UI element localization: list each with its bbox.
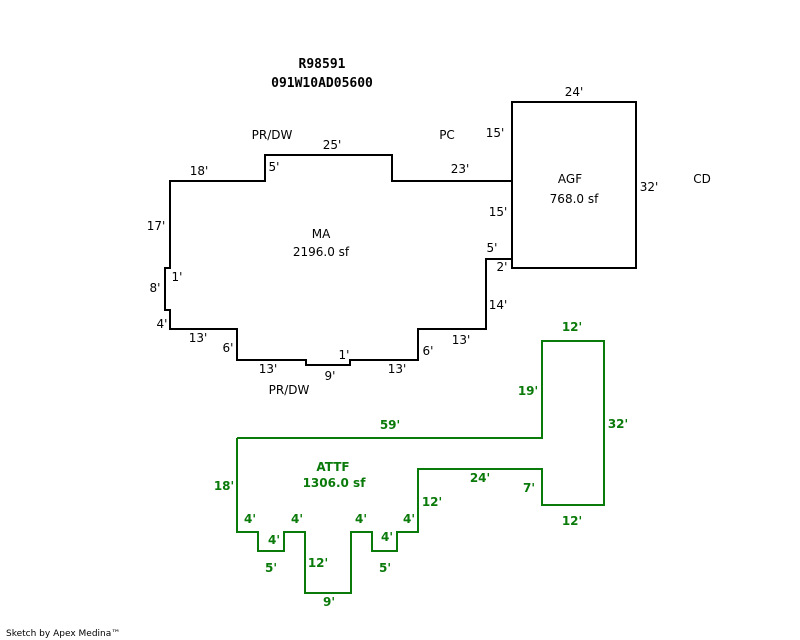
dim-label: 4'	[244, 512, 256, 526]
sketch-credit: Sketch by Apex Medina™	[6, 629, 120, 639]
dim-label: 13'	[259, 362, 278, 376]
dim-label: 8'	[150, 281, 161, 295]
dim-label: 24'	[470, 471, 490, 485]
dim-label: 4'	[403, 512, 415, 526]
dim-label: 5'	[269, 160, 280, 174]
dim-label: 32'	[608, 417, 628, 431]
dim-label: 1'	[172, 270, 183, 284]
dim-label: 17'	[147, 219, 166, 233]
dim-label: 5'	[265, 561, 277, 575]
dim-label: 4'	[355, 512, 367, 526]
dim-label: 18'	[190, 164, 209, 178]
dim-label: 4'	[157, 317, 168, 331]
dim-label: 6'	[223, 341, 234, 355]
dim-label: 5'	[379, 561, 391, 575]
account-id: 091W10AD05600	[271, 76, 373, 91]
dim-label: 7'	[523, 481, 535, 495]
dim-label: 12'	[422, 495, 442, 509]
dim-label: 13'	[388, 362, 407, 376]
prdw-bottom-label: PR/DW	[269, 383, 310, 397]
dim-label: 13'	[452, 333, 471, 347]
attf-area: 1306.0 sf	[303, 476, 367, 490]
dim-label: 9'	[325, 369, 336, 383]
dim-label: 12'	[562, 320, 582, 334]
ma-area: 2196.0 sf	[293, 245, 350, 259]
prdw-top-label: PR/DW	[252, 128, 293, 142]
dim-label: 9'	[323, 595, 335, 609]
dim-label: 18'	[214, 479, 234, 493]
dim-label: 25'	[323, 138, 342, 152]
dim-label: 5'	[487, 241, 498, 255]
dim-label: 2'	[497, 260, 508, 274]
ma-code: MA	[312, 227, 331, 241]
agf-area: 768.0 sf	[550, 192, 599, 206]
dim-label: 1'	[339, 348, 350, 362]
agf-code: AGF	[558, 172, 582, 186]
dim-label: 59'	[380, 418, 400, 432]
attf-outline	[236, 340, 605, 594]
cd-label: CD	[693, 172, 711, 186]
dim-label: 15'	[489, 205, 508, 219]
dim-label: 19'	[518, 384, 538, 398]
dim-label: 4'	[291, 512, 303, 526]
pc-label: PC	[439, 128, 455, 142]
dim-label: 15'	[486, 126, 505, 140]
attf-code: ATTF	[316, 460, 349, 474]
ma-outline	[164, 154, 513, 366]
dim-label: 4'	[268, 533, 280, 547]
dim-label: 14'	[489, 298, 508, 312]
dim-label: 12'	[308, 556, 328, 570]
dim-label: 24'	[565, 85, 584, 99]
agf-outline	[511, 101, 637, 269]
dim-label: 12'	[562, 514, 582, 528]
dim-label: 23'	[451, 162, 470, 176]
parcel-id: R98591	[299, 57, 346, 72]
dim-label: 6'	[423, 344, 434, 358]
dim-label: 13'	[189, 331, 208, 345]
dim-label: 4'	[381, 530, 393, 544]
dim-label: 32'	[640, 180, 659, 194]
